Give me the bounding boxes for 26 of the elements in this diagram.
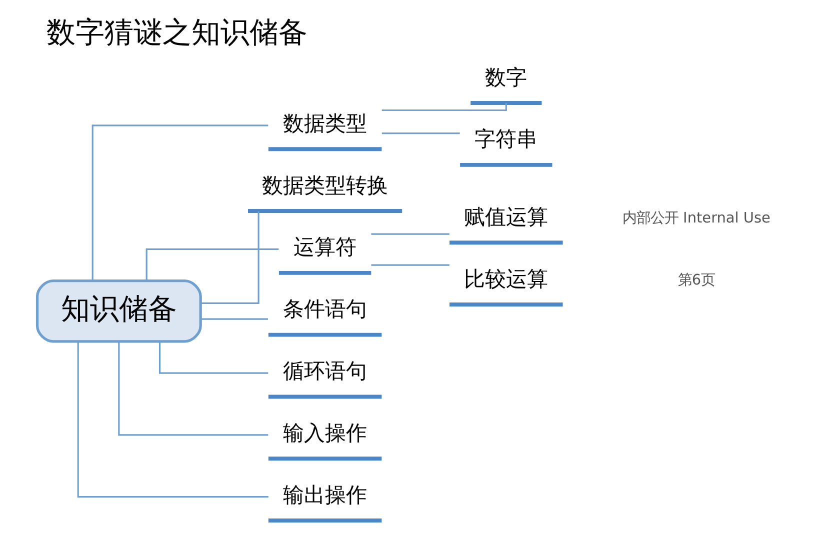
connector: [158, 342, 268, 374]
node-text: 赋值运算: [464, 204, 548, 229]
node-text: 数据类型: [282, 110, 367, 136]
diagram-title: 数字猜谜之知识储备: [46, 14, 307, 49]
connector: [76, 342, 268, 498]
label: 第6页: [677, 272, 715, 289]
connector: [145, 248, 278, 281]
node-text: 运算符: [293, 234, 356, 260]
node-text: 比较运算: [464, 266, 548, 291]
node-text: 数据类型转换: [262, 172, 388, 198]
node-text: 字符串: [474, 126, 538, 152]
node-text: 数字: [484, 64, 527, 90]
connector: [118, 342, 268, 436]
node-text: 输入操作: [282, 420, 367, 445]
connector: [370, 233, 449, 235]
connector: [200, 211, 259, 304]
node-text: 条件语句: [282, 296, 367, 322]
connector: [381, 132, 460, 134]
label: 内部公开 Internal Use: [622, 210, 770, 227]
connector: [370, 264, 449, 266]
node-text: 输出操作: [282, 482, 367, 507]
node-text: 循环语句: [282, 358, 367, 384]
node-box: 知识储备: [35, 280, 202, 343]
connector: [381, 103, 506, 112]
connector: [91, 124, 268, 280]
connector: [200, 318, 268, 320]
